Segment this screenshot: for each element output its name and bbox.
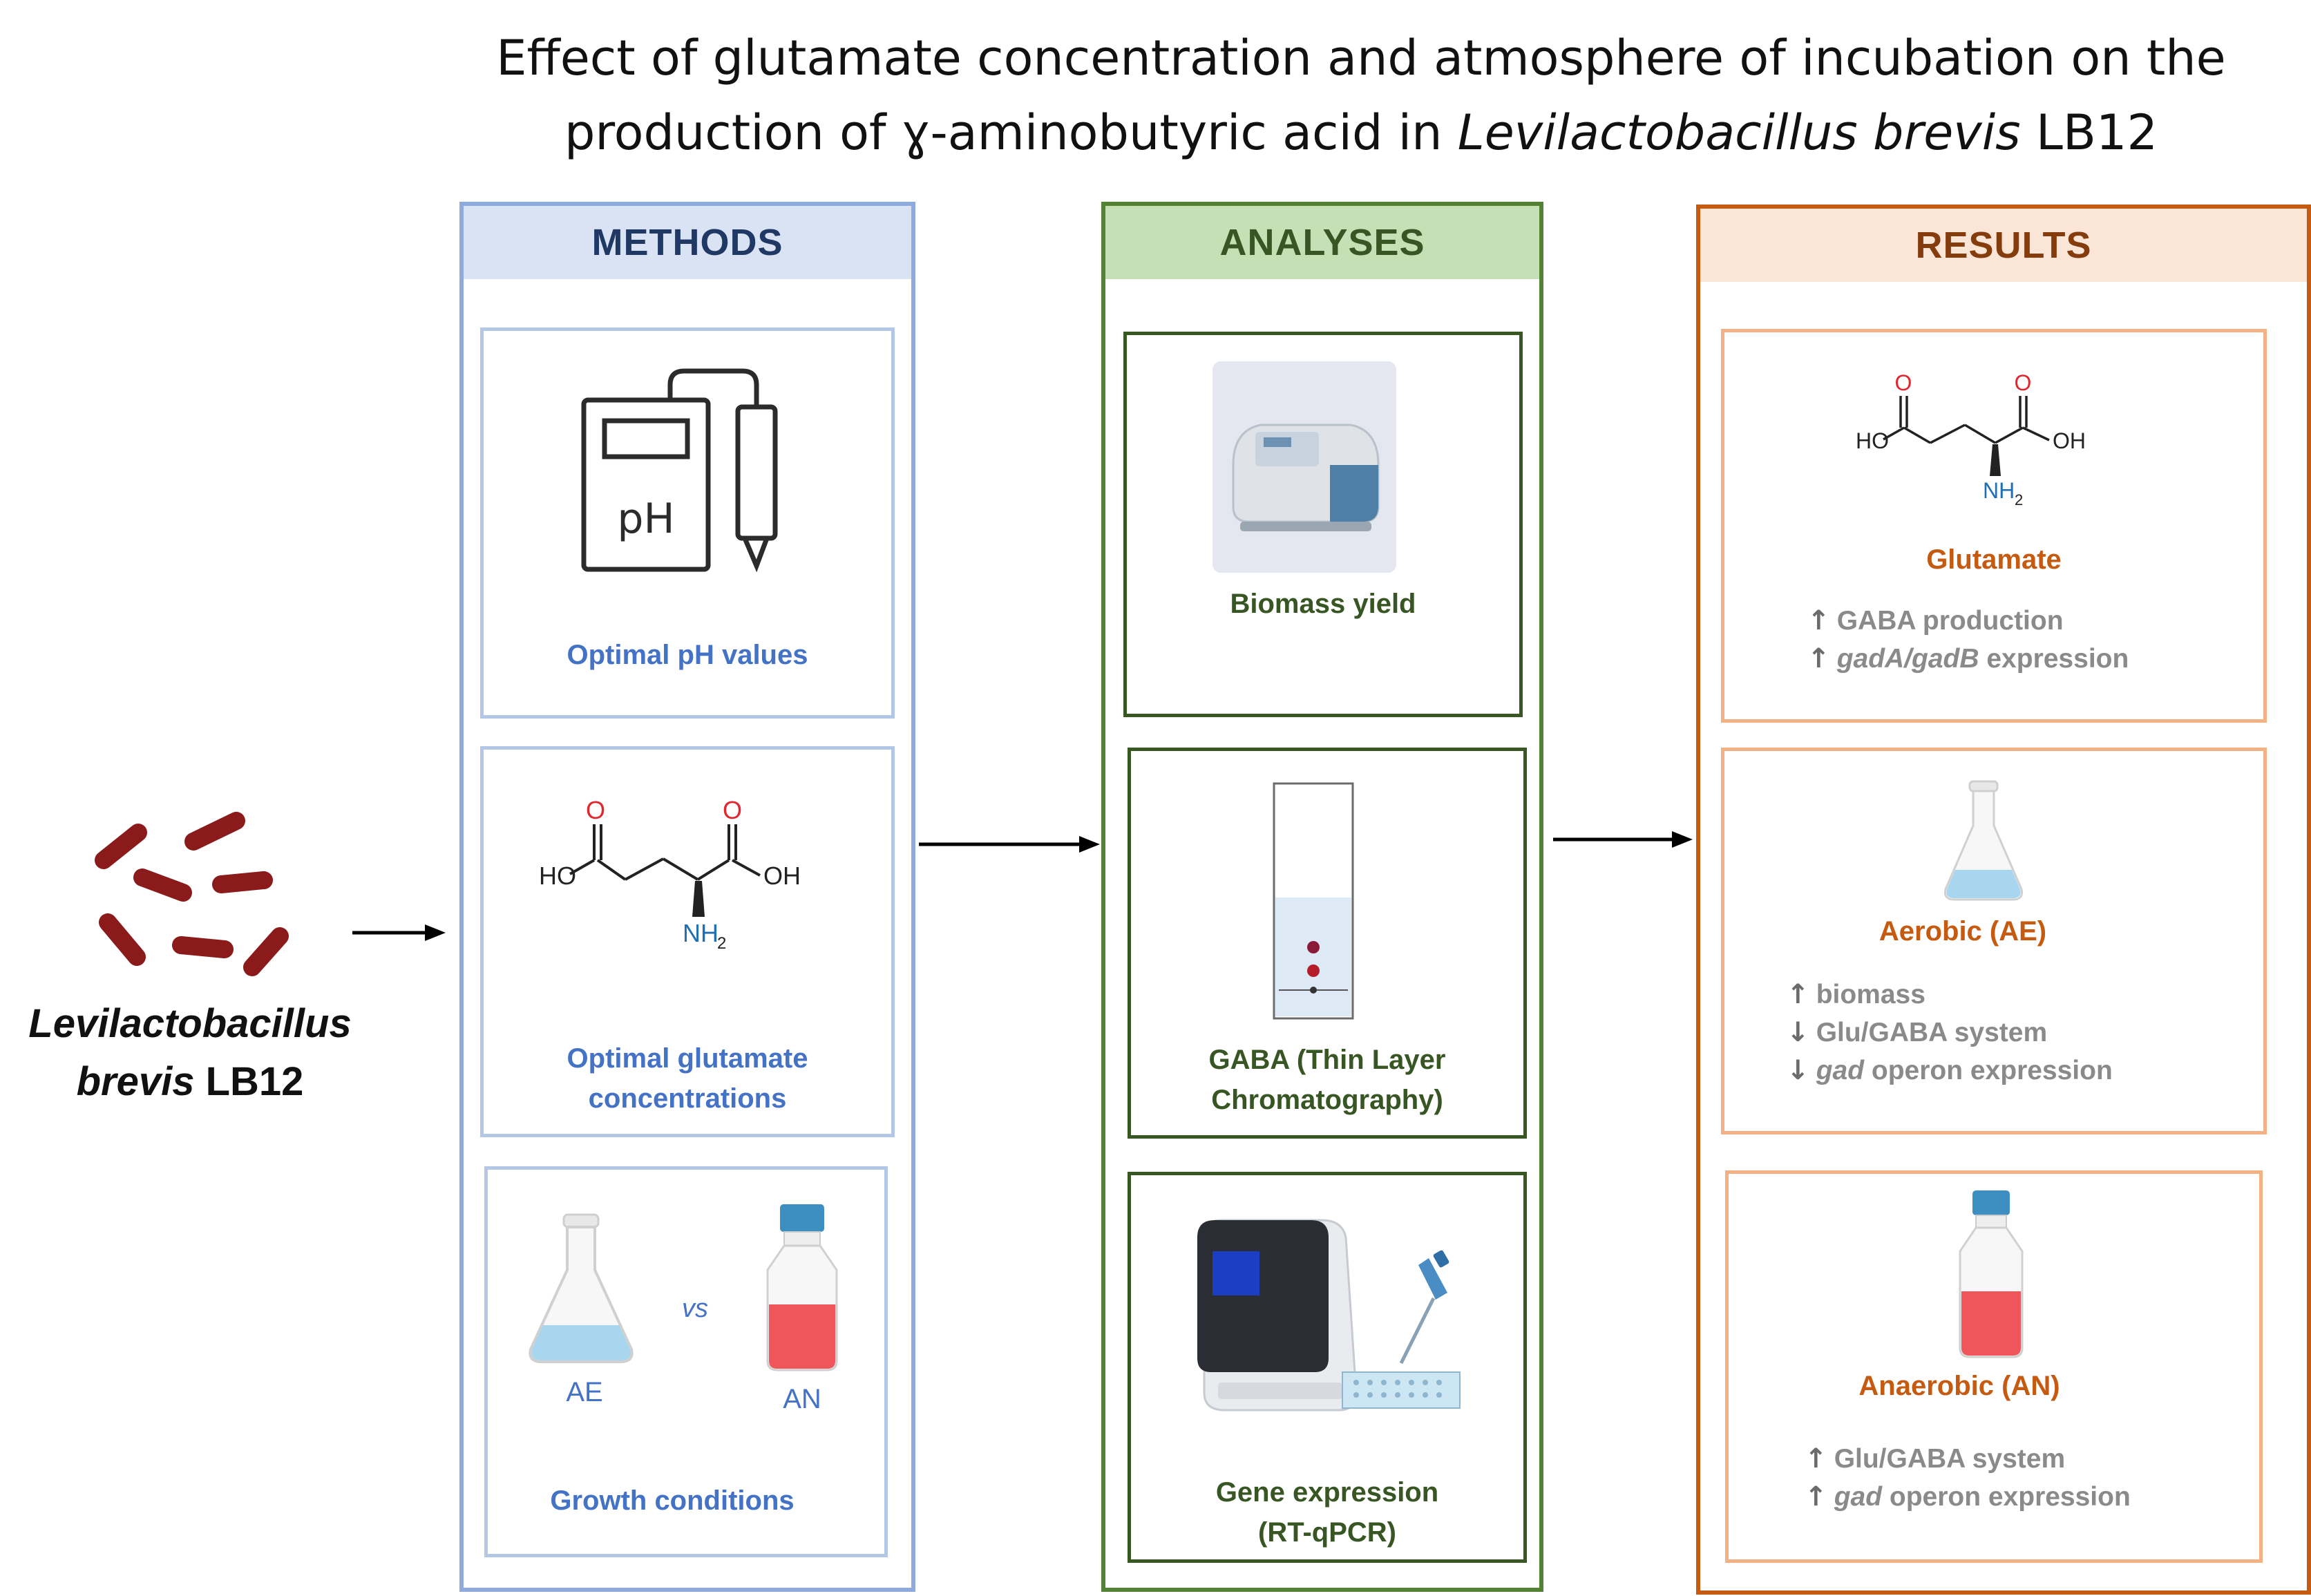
biomass-label: Biomass yield (1230, 589, 1416, 619)
glutamate-molecule-icon: O O HO OH NH 2 (1856, 370, 2086, 509)
tlc-label: GABA (Thin Layer Chromatography) (1131, 1040, 1523, 1120)
results-header: RESULTS (1700, 209, 2307, 282)
glutamate-molecule-icon: O O HO OH NH 2 (539, 796, 801, 953)
gene-expression-label-line-1: Gene expression (1215, 1477, 1439, 1508)
analyses-panel: ANALYSES Biomass yield GABA (Thin Layer … (1101, 202, 1543, 1592)
ae-label: AE (566, 1377, 603, 1407)
down-arrow-icon: ↓ (1787, 1017, 1809, 1048)
bullet-item: ↑biomass (1787, 979, 1925, 1010)
result-anaerobic-label: Anaerobic (AN) (1858, 1371, 2060, 1401)
glutamate-label: Optimal glutamate concentrations (484, 1038, 891, 1119)
up-arrow-icon: ↑ (1805, 1481, 1827, 1512)
glutamate-label-line-2: concentrations (588, 1083, 787, 1114)
tlc-card: GABA (Thin Layer Chromatography) (1128, 748, 1527, 1139)
methods-header: METHODS (464, 206, 911, 279)
hydroxyl-label-left: HO (539, 862, 576, 890)
title-line-2: production of ɣ-aminobutyric acid in Lev… (564, 104, 2158, 161)
figure-title: Effect of glutamate concentration and at… (484, 21, 2238, 170)
bacteria-icon (95, 812, 289, 976)
up-arrow-icon: ↑ (1787, 979, 1809, 1010)
organism-genus: Levilactobacillus (28, 1001, 352, 1046)
hydroxyl-label-right: OH (2053, 428, 2086, 453)
ph-meter-icon: pH (581, 368, 778, 573)
bullet-item: ↑GABA production (1807, 605, 2064, 636)
ph-card: pH Optimal pH values (480, 327, 895, 719)
oxygen-label: O (586, 796, 605, 824)
bottle-icon (1959, 1190, 2024, 1358)
result-aerobic-label: Aerobic (AE) (1879, 916, 2047, 947)
analyses-header: ANALYSES (1105, 206, 1539, 279)
methods-panel: METHODS pH Optimal pH values (459, 202, 915, 1592)
bullet-item: ↑gadA/gadB expression (1807, 643, 2129, 674)
vs-label: vs (682, 1294, 708, 1323)
flask-icon (1944, 780, 2023, 901)
flask-icon (529, 1213, 634, 1363)
bullet-item: ↑Glu/GABA system (1805, 1443, 2066, 1474)
oxygen-label: O (1895, 370, 1912, 395)
result-aerobic-card: Aerobic (AE) ↑biomass ↓Glu/GABA system ↓… (1721, 748, 2267, 1134)
hydroxyl-label-right: OH (763, 862, 801, 890)
arrow-to-methods-icon (352, 924, 446, 941)
amine-subscript: 2 (2015, 491, 2023, 509)
gene-expression-label-line-2: (RT-qPCR) (1258, 1517, 1396, 1548)
tlc-label-line-2: Chromatography) (1211, 1085, 1443, 1115)
growth-card: AE vs AN Growth conditions (484, 1166, 888, 1557)
results-panel: RESULTS O O HO OH NH 2 Glutamate (1696, 205, 2311, 1595)
gene-expression-label: Gene expression (RT-qPCR) (1131, 1472, 1523, 1552)
up-arrow-icon: ↑ (1807, 643, 1830, 674)
bullet-item: ↑gad operon expression (1805, 1481, 2131, 1512)
result-glutamate-card: O O HO OH NH 2 Glutamate ↑GABA productio… (1721, 329, 2267, 723)
growth-label: Growth conditions (550, 1485, 795, 1516)
hydroxyl-label-left: HO (1856, 428, 1889, 453)
up-arrow-icon: ↑ (1807, 605, 1830, 636)
organism-species: brevis (76, 1059, 195, 1104)
result-aerobic-bullets: ↑biomass ↓Glu/GABA system ↓gad operon ex… (1787, 976, 2113, 1090)
amine-label: NH (1983, 478, 2015, 503)
ph-label: Optimal pH values (567, 640, 808, 670)
arrow-to-results-icon (1553, 831, 1693, 848)
title-line-1: Effect of glutamate concentration and at… (496, 30, 2226, 86)
amine-label: NH (683, 919, 719, 947)
result-glutamate-label: Glutamate (1926, 544, 2062, 575)
up-arrow-icon: ↑ (1805, 1443, 1827, 1474)
qpcr-machine-icon (1197, 1219, 1461, 1412)
glutamate-label-line-1: Optimal glutamate (567, 1043, 808, 1074)
oxygen-label: O (2015, 370, 2032, 395)
spectrophotometer-icon (1212, 361, 1396, 573)
bottle-icon (766, 1204, 838, 1371)
biomass-card: Biomass yield (1123, 332, 1523, 717)
bullet-item: ↓Glu/GABA system (1787, 1017, 2048, 1048)
tlc-label-line-1: GABA (Thin Layer (1208, 1045, 1446, 1075)
result-anaerobic-bullets: ↑Glu/GABA system ↑gad operon expression (1805, 1440, 2131, 1516)
glutamate-card: O O HO OH NH 2 Optimal glutamate concent… (480, 746, 895, 1137)
an-label: AN (783, 1384, 821, 1414)
amine-subscript: 2 (717, 934, 726, 953)
bullet-item: ↓gad operon expression (1787, 1055, 2113, 1086)
organism-label: Levilactobacillus brevis LB12 (14, 995, 366, 1111)
tlc-plate-icon (1273, 782, 1354, 1020)
oxygen-label: O (723, 796, 742, 824)
ph-device-text: pH (617, 495, 674, 543)
organism-strain: LB12 (194, 1059, 304, 1104)
result-glutamate-bullets: ↑GABA production ↑gadA/gadB expression (1807, 602, 2129, 678)
down-arrow-icon: ↓ (1787, 1055, 1809, 1086)
arrow-to-analyses-icon (919, 836, 1100, 853)
result-anaerobic-card: Anaerobic (AN) ↑Glu/GABA system ↑gad ope… (1725, 1170, 2263, 1563)
gene-expression-card: Gene expression (RT-qPCR) (1128, 1172, 1527, 1563)
